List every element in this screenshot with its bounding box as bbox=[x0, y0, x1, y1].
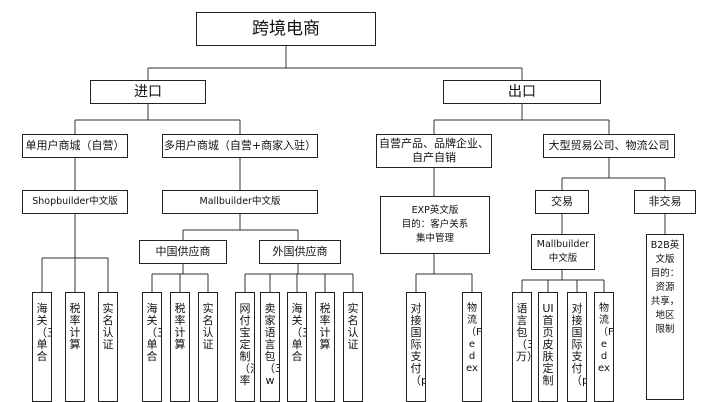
mallbuilder-export-node: Mallbuilder 中文版 bbox=[531, 234, 595, 270]
multi-user-mall-node: 多用户商城（自营+商家入驻） bbox=[162, 134, 318, 158]
china-supplier-node: 中国供应商 bbox=[139, 240, 227, 264]
foreign-supplier-node: 外国供应商 bbox=[259, 240, 341, 264]
leaf-real-name: 实名认证 bbox=[98, 292, 118, 402]
leaf-customs: 海关（三单合 bbox=[32, 292, 52, 402]
export-node: 出口 bbox=[443, 80, 601, 104]
leaf-seller-language: 卖家语言包（3w bbox=[260, 292, 280, 402]
leaf-customs: 海关（三单合 bbox=[287, 292, 307, 402]
leaf-payment-custom: 网付宝定制（汇率 bbox=[235, 292, 255, 402]
leaf-language-pack: 语言包（3万） bbox=[512, 292, 532, 402]
leaf-intl-payment: 对接国际支付（p bbox=[406, 292, 426, 402]
single-user-mall-node: 单用户商城（自营） bbox=[22, 134, 128, 158]
leaf-logistics: 物流（Fedex bbox=[594, 292, 614, 402]
leaf-logistics: 物流（Fedex bbox=[462, 292, 482, 402]
leaf-real-name: 实名认证 bbox=[343, 292, 363, 402]
nodeal-node: 非交易 bbox=[634, 190, 696, 214]
self-operated-node: 自营产品、品牌企业、 自产自销 bbox=[376, 134, 492, 168]
root-node: 跨境电商 bbox=[196, 12, 376, 46]
exp-english-node: EXP英文版 目的：客户关系 集中管理 bbox=[380, 196, 490, 254]
leaf-real-name: 实名认证 bbox=[198, 292, 218, 402]
import-node: 进口 bbox=[90, 80, 206, 104]
trading-company-node: 大型贸易公司、物流公司 bbox=[543, 134, 675, 158]
leaf-customs: 海关（三单合 bbox=[142, 292, 162, 402]
leaf-tax-calc: 税率计算 bbox=[315, 292, 335, 402]
shopbuilder-node: Shopbuilder中文版 bbox=[22, 190, 128, 214]
mallbuilder-import-node: Mallbuilder中文版 bbox=[162, 190, 318, 214]
b2b-english-node: B2B英 文版 目的： 资源 共享， 地区 限制 bbox=[646, 234, 684, 400]
deal-node: 交易 bbox=[535, 190, 589, 214]
leaf-ui-skin: UI首页皮肤定制 bbox=[538, 292, 558, 402]
leaf-intl-payment: 对接国际支付（p bbox=[567, 292, 587, 402]
leaf-tax-calc: 税率计算 bbox=[170, 292, 190, 402]
leaf-tax-calc: 税率计算 bbox=[65, 292, 85, 402]
